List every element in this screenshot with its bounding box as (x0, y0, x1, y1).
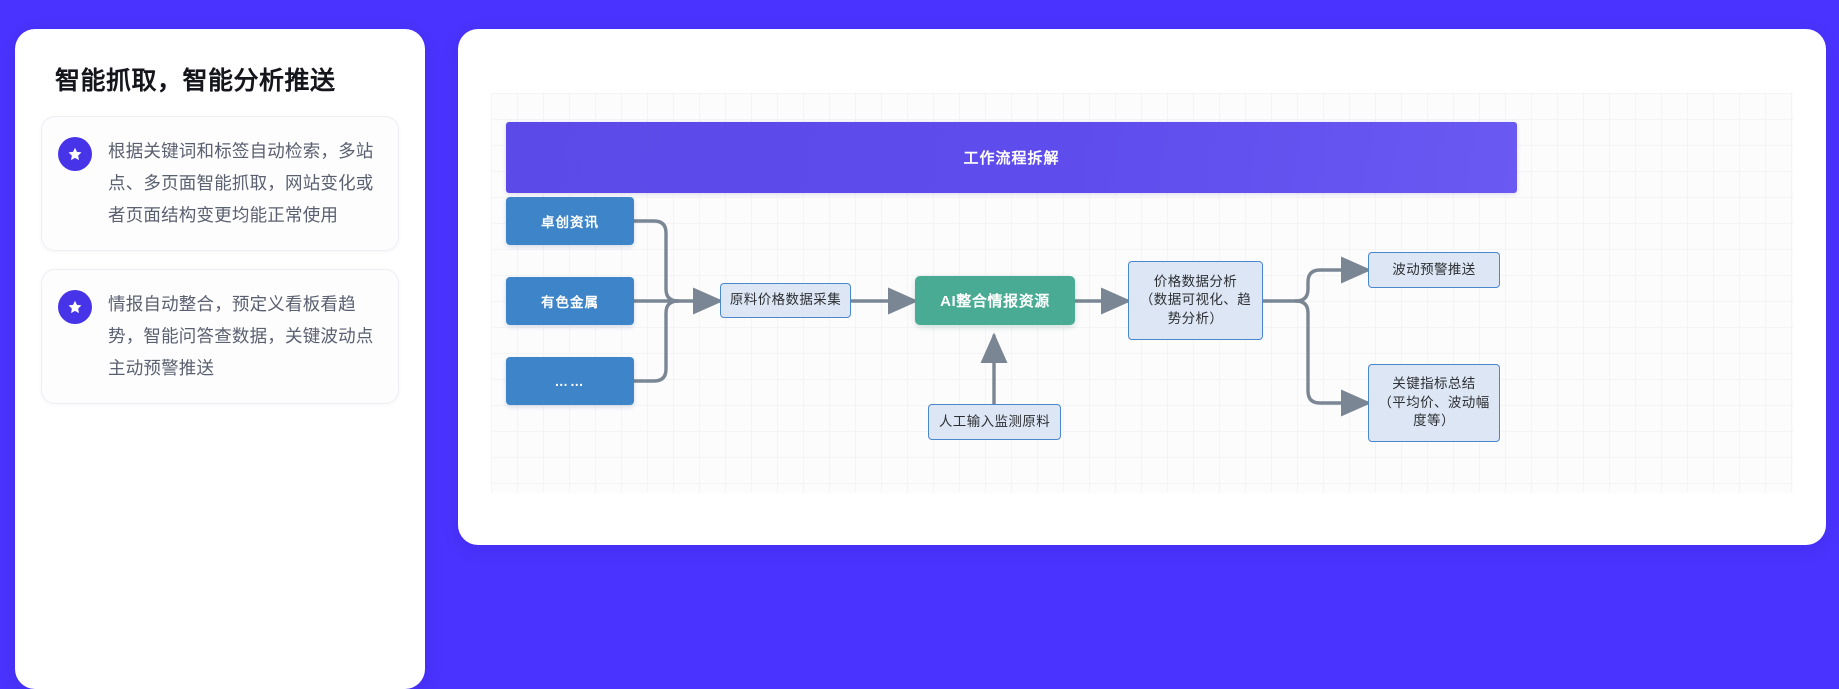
flow-node-label-line-3: 势分析） (1167, 310, 1224, 326)
flow-banner-title: 工作流程拆解 (963, 150, 1060, 167)
flow-node-label-line-2: （数据可视化、趋 (1139, 292, 1252, 308)
flow-node-label: 人工输入监测原料 (938, 413, 1051, 429)
flow-node-output-alert[interactable]: 波动预警推送 (1368, 252, 1500, 288)
feature-item-label: 根据关键词和标签自动检索，多站点、多页面智能抓取，网站变化或者页面结构变更均能正… (108, 140, 374, 226)
flow-node-label: 原料价格数据采集 (729, 292, 842, 308)
flow-node-label: AI整合情报资源 (940, 293, 1050, 310)
flow-node-source-2[interactable]: 有色金属 (506, 277, 634, 325)
feature-item-label: 情报自动整合，预定义看板看趋势，智能问答查数据，关键波动点主动预警推送 (108, 293, 374, 379)
flow-node-ai[interactable]: AI整合情报资源 (915, 276, 1075, 325)
flow-banner: 工作流程拆解 (506, 122, 1517, 193)
flow-node-label: 有色金属 (541, 295, 599, 310)
feature-item: 情报自动整合，预定义看板看趋势，智能问答查数据，关键波动点主动预警推送 (41, 268, 399, 404)
star-badge-icon (58, 289, 92, 324)
page-title: 智能抓取，智能分析推送 (55, 67, 336, 95)
flow-node-source-3[interactable]: …… (506, 357, 634, 405)
flow-node-analysis[interactable]: 价格数据分析 （数据可视化、趋 势分析） (1128, 261, 1263, 340)
feature-item: 根据关键词和标签自动检索，多站点、多页面智能抓取，网站变化或者页面结构变更均能正… (41, 115, 399, 251)
flow-node-collect[interactable]: 原料价格数据采集 (720, 283, 851, 318)
flow-node-label: …… (554, 373, 586, 389)
flow-canvas: 工作流程拆解 (491, 93, 1793, 493)
flow-node-label: 卓创资讯 (541, 215, 599, 230)
feature-card: 智能抓取，智能分析推送 根据关键词和标签自动检索，多站点、多页面智能抓取，网站变… (15, 29, 425, 689)
flow-node-manual-input[interactable]: 人工输入监测原料 (928, 404, 1061, 440)
workflow-card: 工作流程拆解 (458, 29, 1826, 545)
flow-node-label-line-3: 度等） (1413, 413, 1455, 429)
flow-node-label-line-1: 关键指标总结 (1392, 376, 1476, 392)
star-badge-icon (58, 136, 92, 171)
flow-node-label: 波动预警推送 (1392, 261, 1476, 277)
flow-node-source-1[interactable]: 卓创资讯 (506, 197, 634, 245)
flow-node-label-line-2: （平均价、波动幅 (1378, 394, 1490, 410)
flow-node-output-summary[interactable]: 关键指标总结 （平均价、波动幅 度等） (1368, 364, 1500, 442)
flow-node-label-line-1: 价格数据分析 (1153, 273, 1238, 289)
